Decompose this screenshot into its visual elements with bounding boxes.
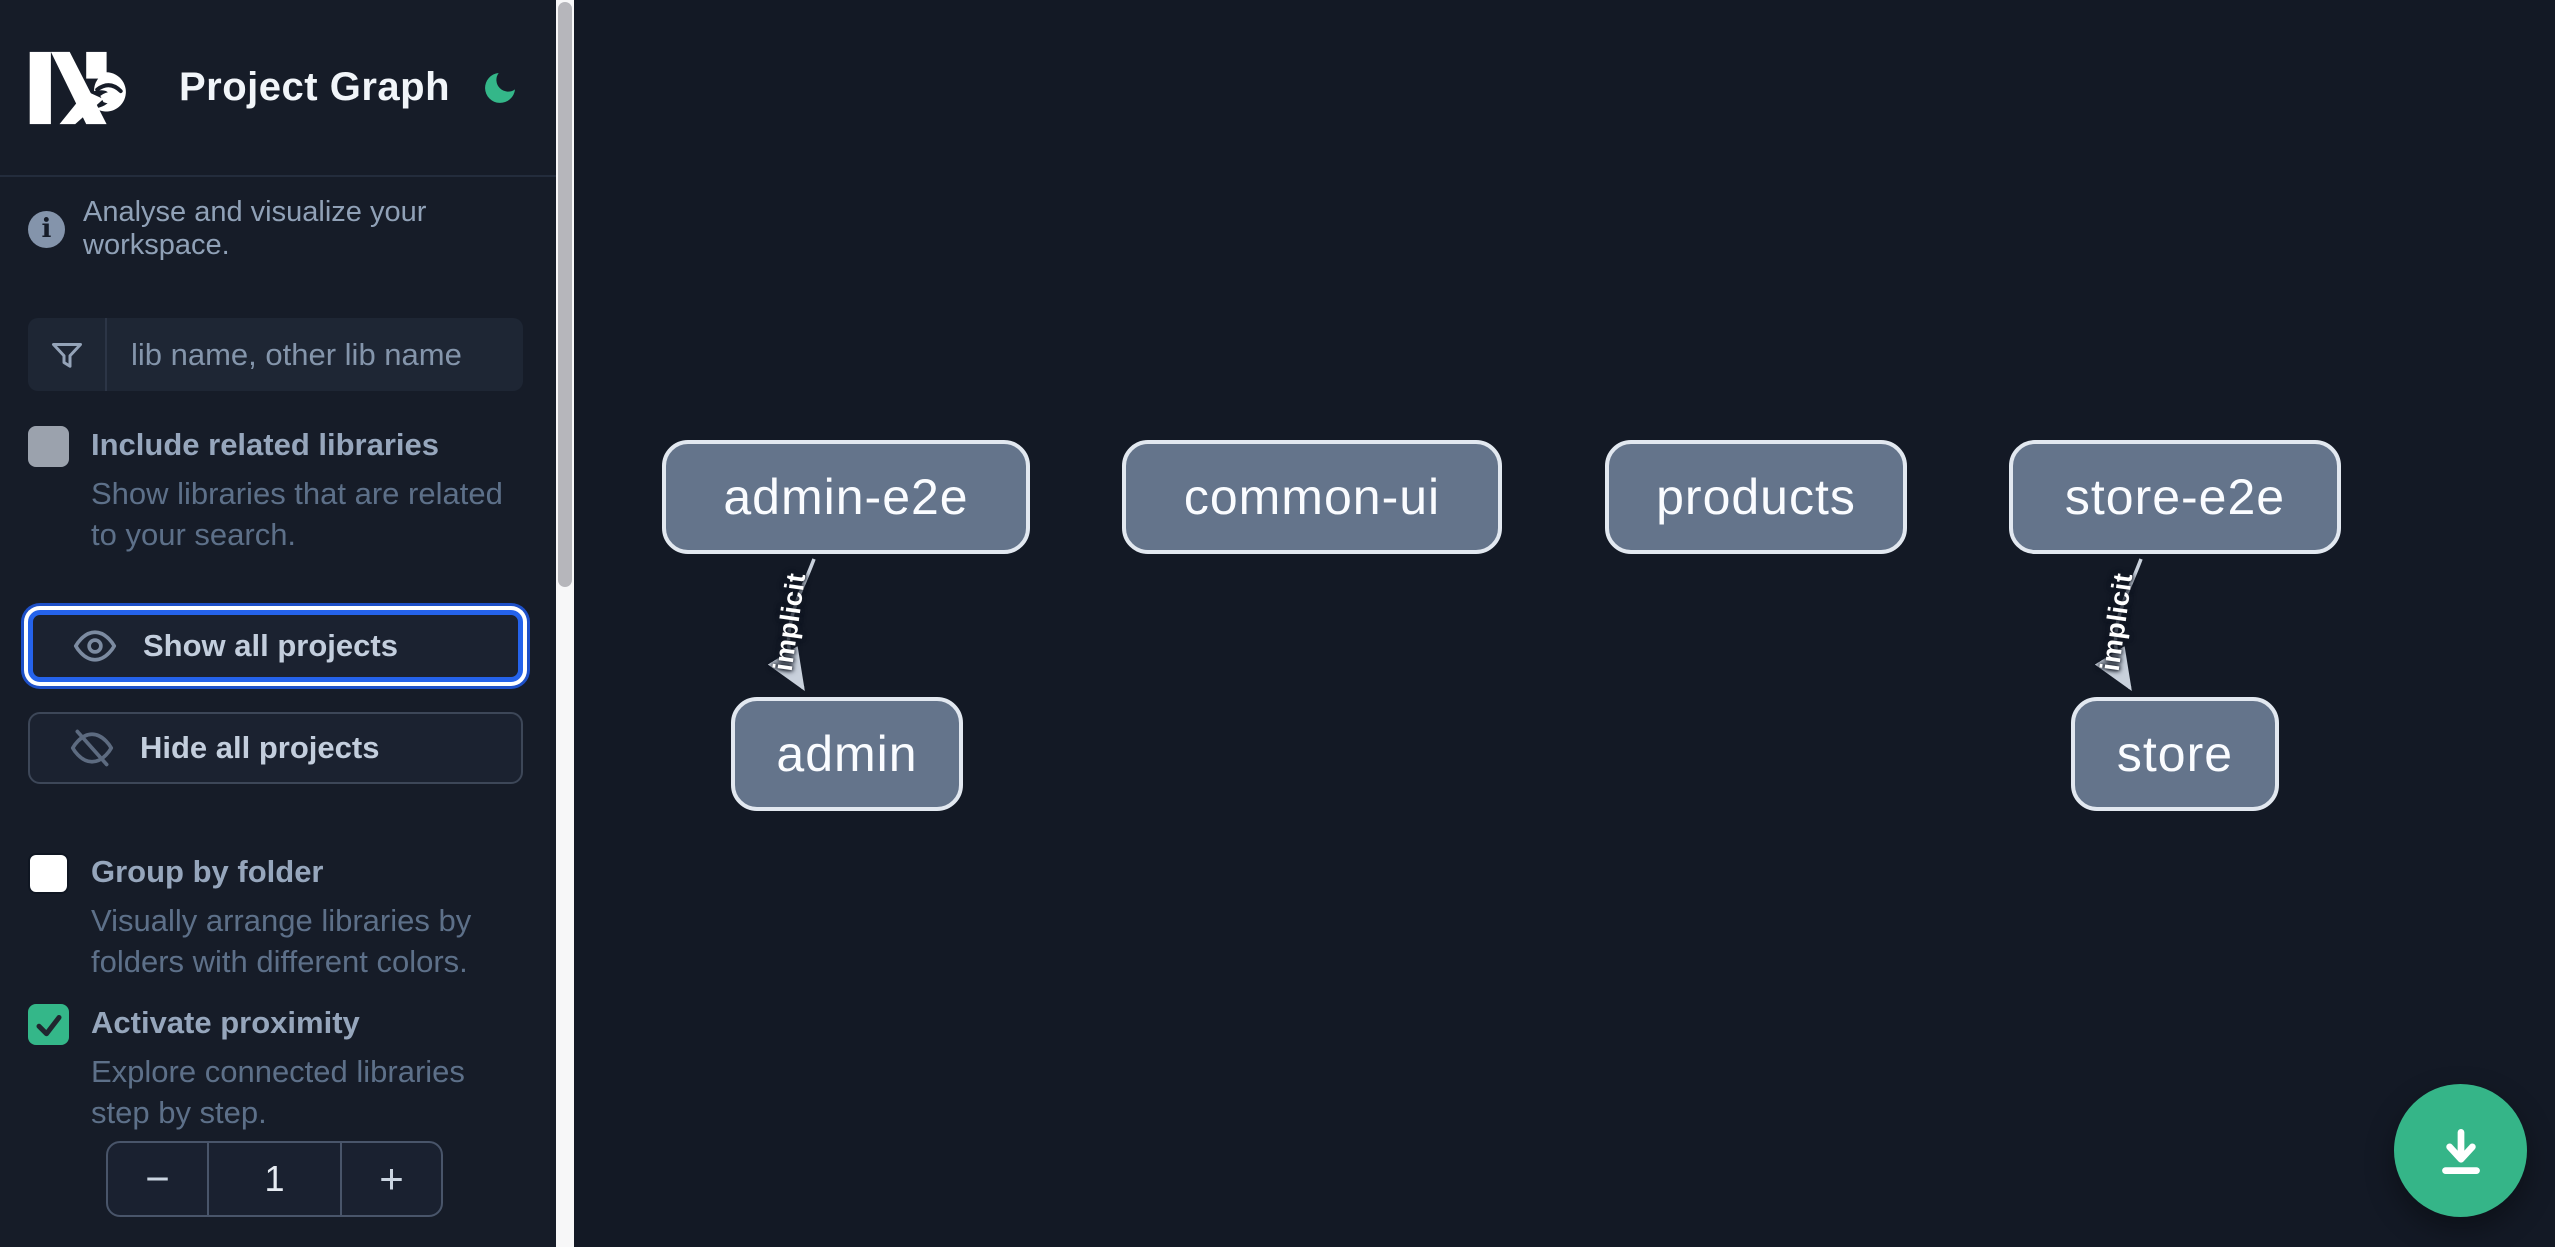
activate-proximity-label[interactable]: Activate proximity <box>91 1005 360 1040</box>
workspace-tagline: Analyse and visualize your workspace. <box>83 196 427 261</box>
increment-button[interactable]: + <box>379 1155 404 1202</box>
project-graph-canvas[interactable]: implicit implicit admin-e2e common-ui pr… <box>574 0 2555 1247</box>
group-by-folder-checkbox[interactable] <box>28 853 69 894</box>
sidebar-scrollbar-thumb[interactable] <box>558 2 572 587</box>
eye-icon <box>73 630 117 662</box>
moon-icon <box>485 72 516 103</box>
graph-node-products[interactable]: products <box>1605 440 1907 554</box>
info-icon: i <box>28 210 65 248</box>
group-by-folder-row: Group by folder Visually arrange librari… <box>28 851 528 982</box>
activate-proximity-row: Activate proximity Explore connected lib… <box>28 1002 528 1133</box>
proximity-depth-stepper: − 1 + <box>106 1141 443 1217</box>
hide-all-projects-button[interactable]: Hide all projects <box>28 712 523 784</box>
hide-all-projects-label: Hide all projects <box>140 730 380 765</box>
include-related-label[interactable]: Include related libraries <box>91 427 440 462</box>
activate-proximity-description: Explore connected libraries step by step… <box>91 1054 465 1130</box>
edge-admin-e2e-admin <box>767 558 816 691</box>
nx-logo <box>29 51 126 124</box>
sidebar-scrollbar-track <box>556 0 574 1247</box>
search-input[interactable] <box>107 318 523 391</box>
graph-node-common-ui[interactable]: common-ui <box>1122 440 1502 554</box>
sidebar-header: Project Graph <box>0 0 556 177</box>
decrement-button[interactable]: − <box>145 1155 170 1202</box>
graph-node-admin-e2e[interactable]: admin-e2e <box>662 440 1030 554</box>
sidebar: Project Graph i Analyse and visualize yo… <box>0 0 556 1247</box>
include-related-checkbox[interactable] <box>28 426 69 467</box>
group-by-folder-description: Visually arrange libraries by folders wi… <box>91 903 472 979</box>
checkmark-icon <box>36 1014 61 1036</box>
download-icon <box>2441 1128 2480 1174</box>
workspace-tagline-row: i Analyse and visualize your workspace. <box>28 196 528 262</box>
graph-edges <box>767 558 2143 691</box>
graph-node-admin[interactable]: admin <box>731 697 963 811</box>
theme-toggle-button[interactable] <box>478 66 522 110</box>
funnel-icon <box>28 318 107 391</box>
download-image-button[interactable] <box>2394 1084 2527 1217</box>
graph-node-store-e2e[interactable]: store-e2e <box>2009 440 2341 554</box>
include-related-row: Include related libraries Show libraries… <box>28 424 528 555</box>
page-title: Project Graph <box>179 65 451 109</box>
filter-search-box <box>28 318 523 391</box>
graph-node-store[interactable]: store <box>2071 697 2279 811</box>
group-by-folder-label[interactable]: Group by folder <box>91 854 324 889</box>
include-related-description: Show libraries that are related to your … <box>91 476 503 552</box>
show-all-projects-button[interactable]: Show all projects <box>28 610 523 682</box>
edge-store-e2e-store <box>2094 558 2143 691</box>
show-all-projects-label: Show all projects <box>143 628 398 663</box>
proximity-depth-value[interactable]: 1 <box>207 1143 342 1215</box>
activate-proximity-checkbox[interactable] <box>28 1004 69 1045</box>
eye-off-icon <box>70 729 114 767</box>
